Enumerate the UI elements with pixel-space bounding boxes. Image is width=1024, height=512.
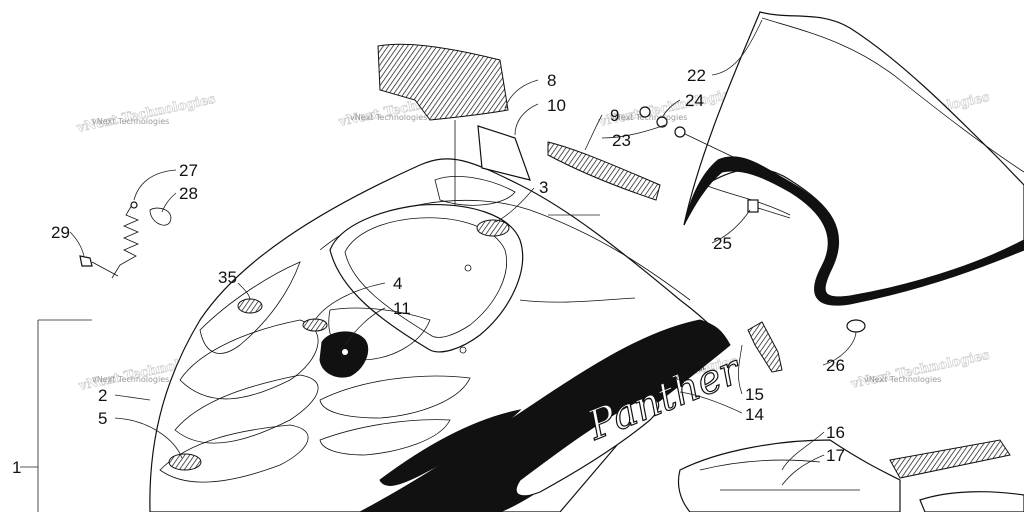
part-15-bracket: [747, 321, 783, 373]
part-3-badge: [476, 219, 510, 237]
watermark-text: vNext Technologies: [864, 375, 941, 384]
callout-1: 1: [12, 458, 21, 477]
watermark-text: vNext Technologies: [610, 113, 687, 122]
callout-11: 11: [393, 299, 411, 318]
watermark-ghost: vNext Technologies: [75, 92, 217, 136]
callout-2: 2: [98, 386, 107, 405]
part-25-fastener: [747, 199, 791, 219]
callout-27: 27: [179, 161, 198, 180]
callout-15: 15: [745, 385, 764, 404]
callout-23: 23: [612, 131, 631, 150]
decal-9: [547, 141, 661, 201]
callout-29: 29: [51, 223, 70, 242]
callout-25: 25: [713, 234, 732, 253]
callout-3: 3: [539, 178, 548, 197]
seat-assembly: [677, 439, 1024, 512]
decal-10: [477, 125, 531, 181]
watermark-text: vNext Technologies: [350, 113, 427, 122]
windshield: [683, 11, 1024, 306]
callout-24: 24: [685, 91, 704, 110]
callout-9: 9: [610, 106, 619, 125]
callouts: 1 2 3 4 5 8 9 10 11 14 15 16 17 22 23 24…: [12, 66, 845, 477]
hardware-23-24: [639, 106, 751, 166]
callout-4: 4: [393, 274, 402, 293]
part-4-pad: [302, 318, 328, 332]
callout-5: 5: [98, 409, 107, 428]
callout-35: 35: [218, 268, 237, 287]
callout-28: 28: [179, 184, 198, 203]
part-5-pad: [168, 453, 202, 471]
hood-assembly: Panther Arctic Cat: [149, 158, 750, 512]
callout-22: 22: [687, 66, 706, 85]
callout-17: 17: [826, 446, 845, 465]
callout-14: 14: [745, 405, 764, 424]
watermark-text: vNext Technologies: [92, 117, 169, 126]
part-35-pad: [237, 298, 263, 314]
decal-8: [377, 43, 509, 205]
spring-assembly: [79, 201, 172, 279]
leader-lines: [20, 19, 857, 512]
callout-8: 8: [547, 71, 556, 90]
callout-16: 16: [826, 423, 845, 442]
panther-emblem: [319, 331, 369, 378]
callout-26: 26: [826, 356, 845, 375]
part-26: [846, 319, 866, 333]
callout-10: 10: [547, 96, 566, 115]
watermark-text: vNext Technologies: [92, 375, 169, 384]
watermark-ghost: vNext Technologies: [849, 348, 991, 392]
